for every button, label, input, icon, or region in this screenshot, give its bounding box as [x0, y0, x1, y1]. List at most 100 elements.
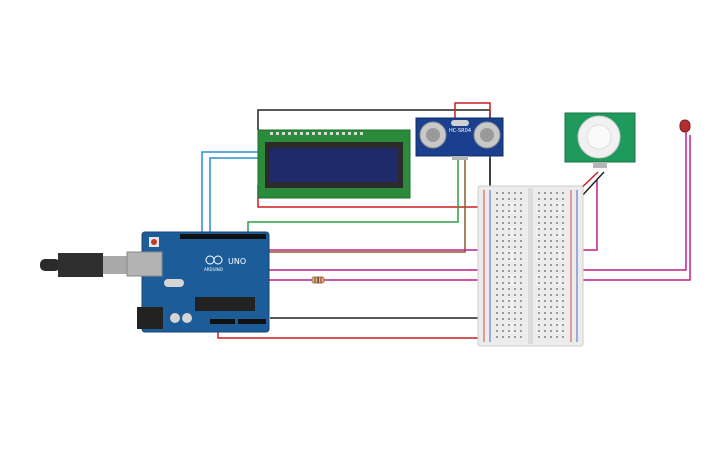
breadboard-hole	[544, 270, 546, 272]
breadboard-hole	[538, 324, 540, 326]
breadboard-hole	[520, 258, 522, 260]
breadboard-hole	[544, 324, 546, 326]
breadboard-hole	[544, 234, 546, 236]
wire-red-ultrasonic-vcc[interactable]	[454, 102, 491, 118]
breadboard-hole	[508, 324, 510, 326]
breadboard-hole	[556, 318, 558, 320]
breadboard-hole	[550, 240, 552, 242]
breadboard-hole	[520, 252, 522, 254]
breadboard-hole	[562, 300, 564, 302]
breadboard-hole	[550, 318, 552, 320]
breadboard-hole	[514, 306, 516, 308]
arduino-capacitor-2	[182, 313, 192, 323]
breadboard-hole	[496, 312, 498, 314]
breadboard-hole	[508, 228, 510, 230]
lcd-pin	[324, 132, 327, 135]
breadboard-hole	[496, 318, 498, 320]
breadboard-hole	[544, 252, 546, 254]
breadboard-hole	[544, 300, 546, 302]
arduino-header-bottom-left	[210, 319, 235, 324]
breadboard-hole	[496, 282, 498, 284]
breadboard-hole	[556, 204, 558, 206]
wire-blue-1[interactable]	[201, 151, 260, 238]
breadboard-hole	[508, 318, 510, 320]
breadboard-hole	[502, 264, 504, 266]
breadboard-hole	[544, 228, 546, 230]
breadboard-hole	[520, 282, 522, 284]
breadboard-hole	[502, 324, 504, 326]
breadboard-hole	[514, 192, 516, 194]
breadboard-hole	[538, 336, 540, 338]
breadboard-hole	[520, 210, 522, 212]
breadboard-hole	[502, 306, 504, 308]
breadboard-hole	[550, 288, 552, 290]
breadboard-hole	[502, 198, 504, 200]
breadboard-hole	[496, 336, 498, 338]
breadboard-hole	[550, 294, 552, 296]
breadboard-hole	[544, 306, 546, 308]
breadboard-hole	[496, 264, 498, 266]
arduino-header-bottom-right	[238, 319, 266, 324]
breadboard-hole	[544, 282, 546, 284]
breadboard-hole	[520, 276, 522, 278]
breadboard-hole	[550, 264, 552, 266]
arduino-crystal	[164, 279, 184, 287]
breadboard-hole	[544, 204, 546, 206]
arduino-power-jack	[137, 307, 163, 329]
breadboard-hole	[514, 258, 516, 260]
breadboard-hole	[544, 312, 546, 314]
breadboard-hole	[520, 312, 522, 314]
breadboard-hole	[550, 252, 552, 254]
lcd-pin	[318, 132, 321, 135]
breadboard-hole	[502, 318, 504, 320]
lcd-screen	[270, 148, 398, 182]
arduino-capacitor-1	[170, 313, 180, 323]
ultrasonic-crystal	[451, 120, 469, 126]
breadboard-hole	[556, 198, 558, 200]
wire-black-pir[interactable]	[579, 171, 605, 199]
breadboard-hole	[556, 264, 558, 266]
breadboard-hole	[550, 192, 552, 194]
lcd-pin	[312, 132, 315, 135]
breadboard-hole	[514, 282, 516, 284]
arduino-chip	[195, 297, 255, 311]
breadboard-hole	[502, 288, 504, 290]
breadboard-hole	[562, 336, 564, 338]
lcd-pin	[348, 132, 351, 135]
breadboard-holes	[496, 192, 564, 338]
breadboard-hole	[514, 198, 516, 200]
breadboard-hole	[514, 264, 516, 266]
wire-green[interactable]	[247, 158, 459, 238]
breadboard-hole	[556, 246, 558, 248]
lcd-pin	[342, 132, 345, 135]
breadboard-hole	[508, 204, 510, 206]
breadboard-hole	[562, 282, 564, 284]
breadboard-hole	[520, 306, 522, 308]
breadboard-hole	[538, 234, 540, 236]
breadboard-hole	[556, 324, 558, 326]
breadboard-hole	[550, 222, 552, 224]
breadboard-hole	[502, 216, 504, 218]
breadboard-hole	[514, 240, 516, 242]
wire-blue-2[interactable]	[209, 157, 260, 238]
wire-magenta-resistor[interactable]	[268, 135, 691, 281]
lcd-pin	[336, 132, 339, 135]
arduino-header-top	[180, 234, 266, 239]
breadboard-hole	[496, 240, 498, 242]
breadboard-hole	[562, 324, 564, 326]
breadboard-hole	[538, 312, 540, 314]
breadboard-hole	[502, 336, 504, 338]
breadboard-hole	[514, 312, 516, 314]
breadboard-hole	[538, 222, 540, 224]
breadboard-hole	[496, 216, 498, 218]
breadboard-hole	[538, 330, 540, 332]
resistor	[311, 276, 325, 284]
breadboard-hole	[514, 336, 516, 338]
breadboard-hole	[496, 324, 498, 326]
breadboard-hole	[556, 306, 558, 308]
breadboard-hole	[508, 216, 510, 218]
breadboard-hole	[550, 216, 552, 218]
wire-black-gnd[interactable]	[270, 317, 493, 339]
breadboard-hole	[508, 264, 510, 266]
